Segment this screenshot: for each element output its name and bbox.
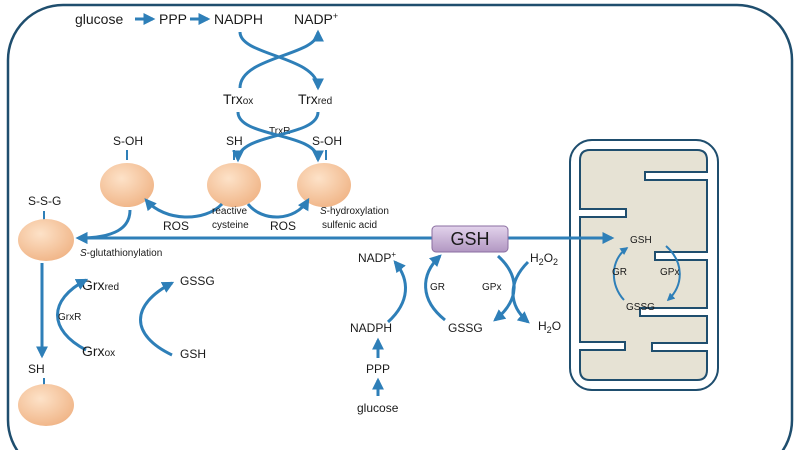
left-gssg-label: GSSG [180,274,215,288]
center-nadp-label: NADP+ [358,250,396,265]
arrow-gssg-to-gsh [424,254,446,322]
sh-bottom-label: SH [28,362,45,376]
mito-gr-label: GR [612,267,627,278]
left-gsh-label: GSH [180,347,206,361]
mito-gssg-label: GSSG [626,302,655,313]
top-glucose-label: glucose [75,11,123,27]
top-nadph-label: NADPH [214,11,263,27]
arrow-mito-gssg-to-gsh [612,247,629,301]
ros-right-label: ROS [270,219,296,233]
center-gssg-label: GSSG [448,321,483,335]
cell-membrane [6,3,794,455]
arrow-s-oh-to-glutathionylation [75,209,132,244]
mito-gpx-label: GPx [660,267,679,278]
arrow-gsh-to-gssg [139,281,175,357]
center-nadph-label: NADPH [350,321,392,335]
protein-reactive-cysteine [207,163,261,207]
grx-red-label: Grxred [82,277,119,293]
reactive-cysteine-line1: reactive [212,206,247,217]
protein-s-oh-right [297,163,351,207]
reactive-cysteine-line2: cysteine [212,220,249,231]
h2o-label: H2O [538,319,561,335]
s-oh-right-label: S-OH [312,134,342,148]
mitochondrion [569,139,719,391]
arrow-ros-left [144,198,224,219]
grxr-label: GrxR [58,312,81,323]
mitochondrion-inner-membrane [579,149,708,381]
arrow-soh-to-trxox [236,111,324,163]
gsh-box [431,225,509,253]
s-oh-left-label: S-OH [113,134,143,148]
sh-label: SH [226,134,243,148]
center-ppp-label: PPP [366,362,390,376]
arrow-h2o2-to-h2o [511,260,530,324]
top-ppp-label: PPP [159,11,187,27]
protein-reduced-bottom [18,384,74,426]
trxr-label: TrxR [269,126,290,137]
grx-ox-label: Grxox [82,343,115,359]
top-nadp-label: NADP+ [294,11,338,27]
sulfenic-acid-label: sulfenic acid [322,220,377,231]
center-gr-label: GR [430,282,445,293]
arrow-nadph-to-nadp [238,29,324,89]
arrow-mito-gsh-to-gssg [665,245,681,302]
arrow-trxred-from-nadph [238,31,324,91]
arrow-ros-right [246,197,310,219]
trx-red-label: Trxred [298,91,332,107]
center-gpx-label: GPx [482,282,501,293]
mito-gsh-label: GSH [630,235,652,246]
s-s-g-label: S-S-G [28,194,61,208]
glutathionylation-label: S-glutathionylation [80,248,162,259]
ros-left-label: ROS [163,219,189,233]
h2o2-label: H2O2 [530,251,558,267]
center-glucose-label: glucose [357,401,399,415]
trx-ox-label: Trxox [223,91,253,107]
arrow-grxox-to-grxred [56,278,89,352]
protein-s-oh-left [100,163,154,207]
protein-glutathionylated [18,219,74,261]
hydroxylation-label: S-hydroxylation [320,206,389,217]
gsh-box-label: GSH [450,229,489,249]
arrow-nadph-to-nadp [386,260,407,324]
